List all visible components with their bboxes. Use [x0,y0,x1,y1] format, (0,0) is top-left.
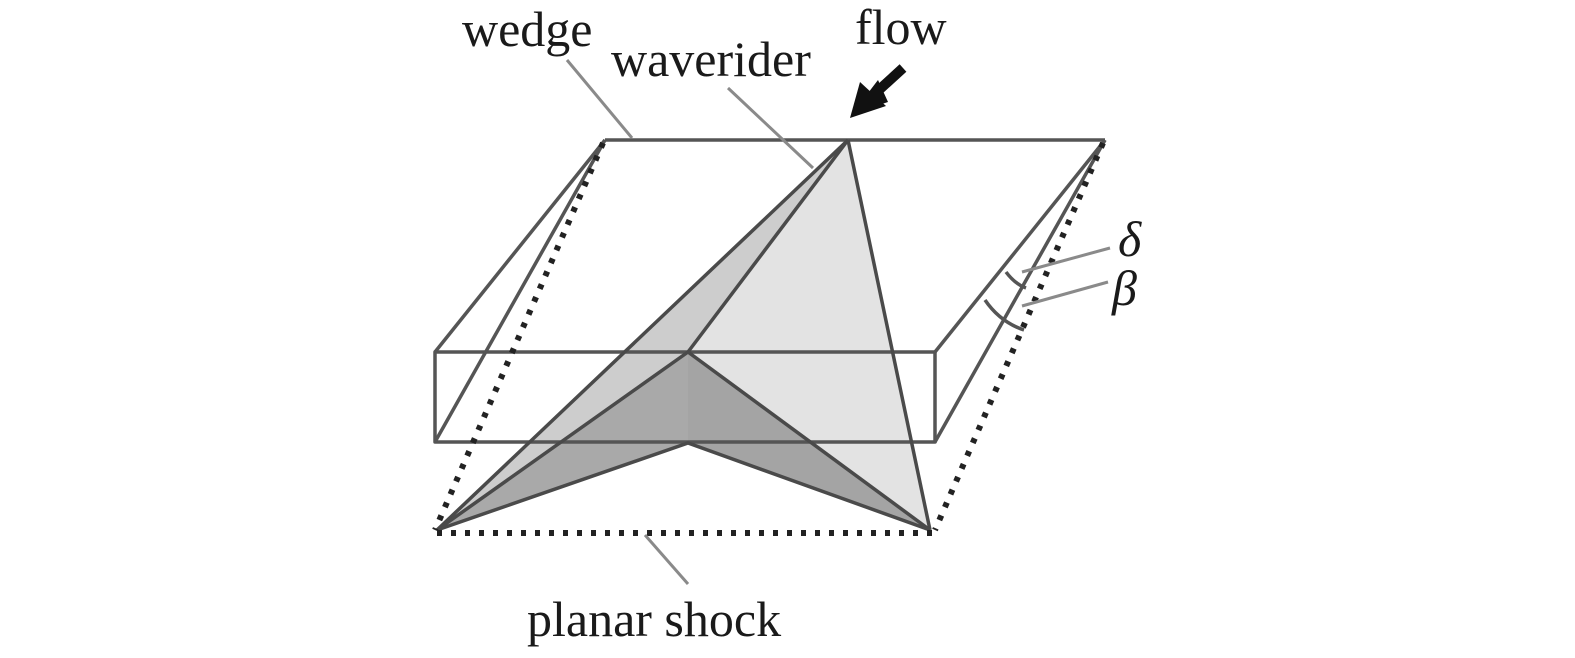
delta-label: δ [1118,211,1142,267]
wedge-right-slant-edge [933,138,1107,354]
flow-label: flow [855,0,947,55]
delta-leader [1021,246,1111,274]
wedge-leader [565,59,634,139]
planar-shock [432,141,1106,536]
flow-arrow-icon [850,64,907,118]
waverider-trailing-edge [436,441,931,532]
waverider-edges [435,138,932,532]
waverider-leader [726,86,815,170]
waverider-label: waverider [611,31,811,87]
beta-leader [1021,280,1109,308]
waverider-leading-edge-left [435,138,850,532]
wedge-label: wedge [462,1,593,57]
beta-label: β [1111,260,1137,316]
wedge-left-ramp-edge [433,139,607,443]
wedge-box [433,138,1107,444]
angle-markers [983,270,1027,332]
wedge-right-ramp-edge [933,139,1107,443]
wedge-left-slant-edge [433,138,607,354]
waverider-upper-right-face [688,140,930,530]
waverider-body [437,140,930,530]
beta-arc [983,299,1025,332]
planar-shock-label: planar shock [527,591,781,647]
shock-left-edge [432,141,606,532]
waverider-leading-edge-right [846,139,932,531]
waverider-ridge-upper [686,138,850,354]
shock-right-edge [932,141,1106,532]
waverider-center-to-right [686,350,932,532]
delta-arc [1004,270,1027,290]
waverider-center-to-left [435,350,690,532]
planar-shock-leader [643,534,690,585]
leader-lines [565,59,1111,585]
